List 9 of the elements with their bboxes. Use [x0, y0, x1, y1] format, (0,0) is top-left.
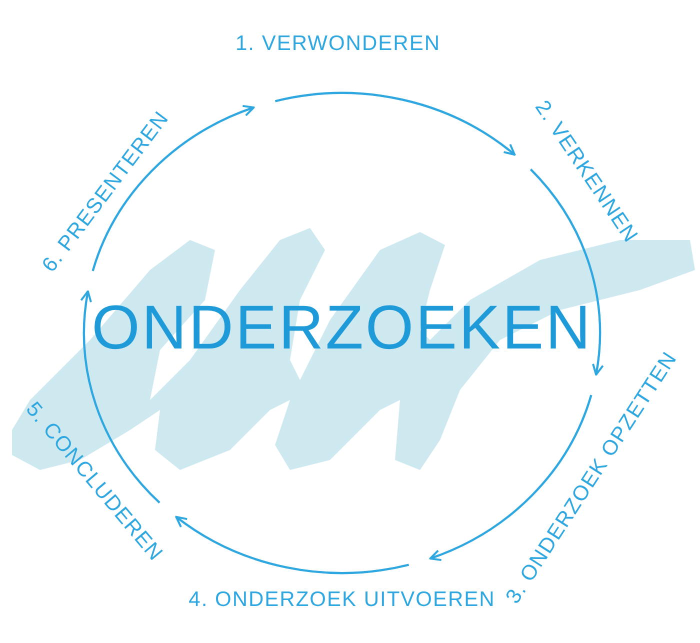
stage-label: 4. ONDERZOEK UITVOEREN	[188, 588, 496, 611]
cycle-arrow	[80, 290, 160, 504]
cycle-arrow	[92, 106, 255, 272]
cycle-arrow	[429, 394, 592, 560]
cycle-arrow	[275, 92, 516, 156]
diagram-title: ONDERZOEKEN	[92, 292, 592, 364]
stage-label: 1. VERWONDEREN	[236, 32, 440, 55]
cycle-arrow	[175, 516, 409, 574]
cycle-arrow	[530, 168, 604, 376]
